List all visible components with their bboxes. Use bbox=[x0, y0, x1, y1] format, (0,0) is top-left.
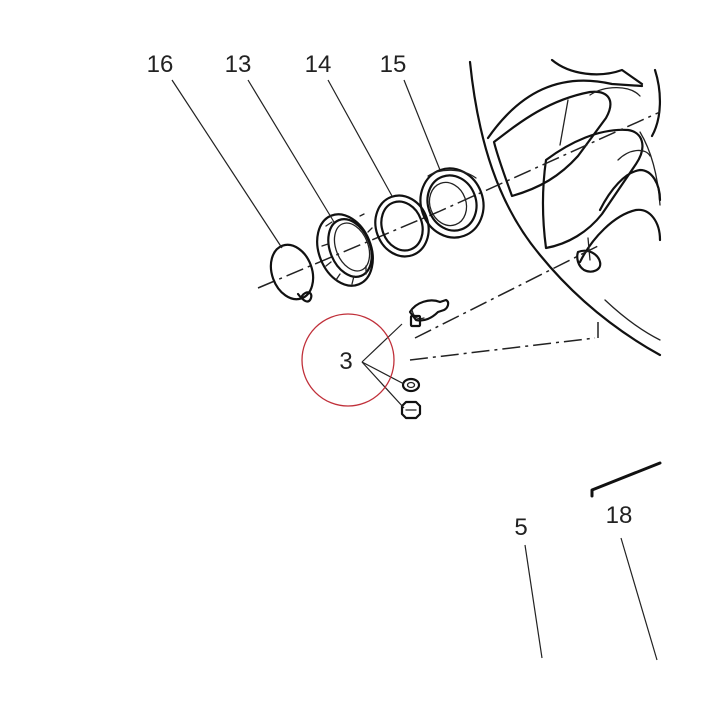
tire-edge bbox=[590, 461, 662, 498]
label-ring-clip: 16 bbox=[147, 51, 174, 78]
bearing-seal-part bbox=[419, 167, 485, 239]
part-labels: 16 13 14 15 3 5 18 bbox=[147, 51, 633, 541]
label-bearing-seal: 15 bbox=[380, 51, 407, 78]
label-castle-nut: 13 bbox=[225, 51, 252, 78]
ring-clip-part bbox=[269, 243, 315, 303]
label-washer: 14 bbox=[305, 51, 332, 78]
castle-nut-part bbox=[316, 213, 374, 287]
valve-group-part bbox=[400, 298, 450, 420]
wheel-hub bbox=[468, 58, 662, 357]
label-valve-group: 3 bbox=[339, 348, 352, 375]
highlight-circle bbox=[301, 313, 395, 407]
assembly-axes bbox=[257, 111, 661, 361]
callout-leaders bbox=[171, 79, 658, 661]
washer-part bbox=[374, 194, 430, 258]
label-tire: 18 bbox=[606, 502, 633, 529]
label-rim: 5 bbox=[514, 514, 527, 541]
